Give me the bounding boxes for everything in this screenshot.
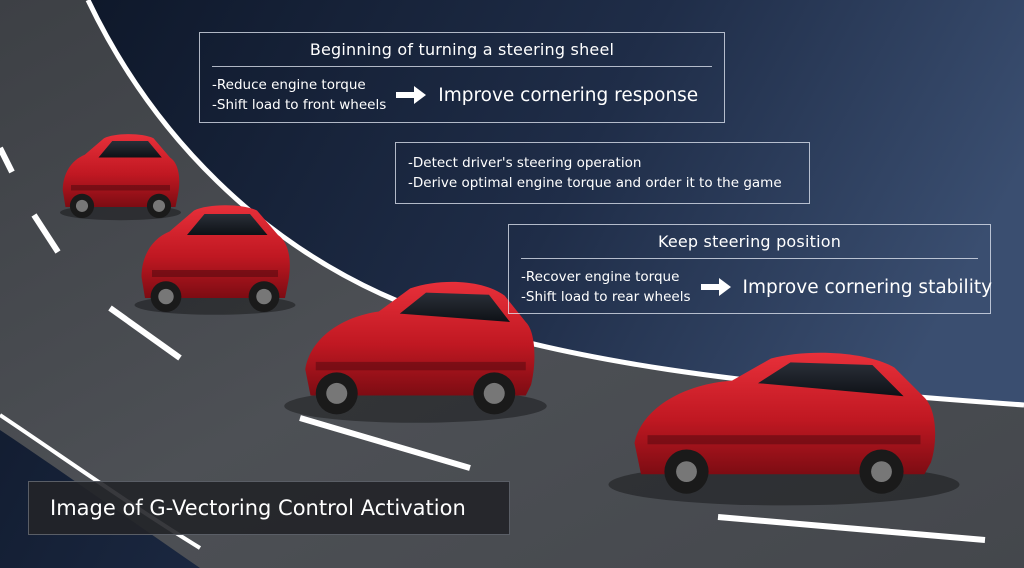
lane-dash (31, 213, 61, 254)
info-box-title: Keep steering position (521, 232, 978, 259)
lane-dash (717, 514, 986, 543)
bullet-list: -Recover engine torque -Shift load to re… (521, 267, 691, 307)
arrow-right-icon (396, 86, 427, 104)
info-box-keep: Keep steering position -Recover engine t… (508, 224, 992, 314)
info-box-turning: Beginning of turning a steering sheel -R… (199, 32, 725, 123)
lane-markings (0, 146, 986, 543)
lane-dash (299, 415, 471, 471)
bullet-item: -Derive optimal engine torque and order … (408, 175, 782, 191)
result-text: Improve cornering response (438, 84, 699, 106)
bullet-item: -Recover engine torque (521, 269, 680, 285)
caption-label: Image of G-Vectoring Control Activation (28, 481, 510, 535)
lane-dash (0, 146, 15, 174)
result-text: Improve cornering stability (742, 276, 993, 298)
lane-dash (108, 305, 182, 361)
bullet-item: -Reduce engine torque (212, 77, 366, 93)
bullet-list: -Reduce engine torque -Shift load to fro… (212, 75, 386, 115)
bullet-item: -Shift load to front wheels (212, 97, 387, 113)
bullet-item: -Detect driver's steering operation (408, 155, 642, 171)
arrow-right-icon (700, 278, 731, 296)
car-4 (608, 352, 960, 506)
car-1 (60, 134, 181, 221)
car-2 (134, 205, 296, 315)
info-box-title: Beginning of turning a steering sheel (212, 40, 712, 67)
info-box-content: -Reduce engine torque -Shift load to fro… (212, 75, 712, 115)
info-box-detect: -Detect driver's steering operation -Der… (395, 142, 810, 204)
bullet-list: -Detect driver's steering operation -Der… (408, 153, 797, 193)
car-3 (284, 281, 547, 423)
bullet-item: -Shift load to rear wheels (521, 289, 691, 305)
info-box-content: -Recover engine torque -Shift load to re… (521, 267, 992, 307)
